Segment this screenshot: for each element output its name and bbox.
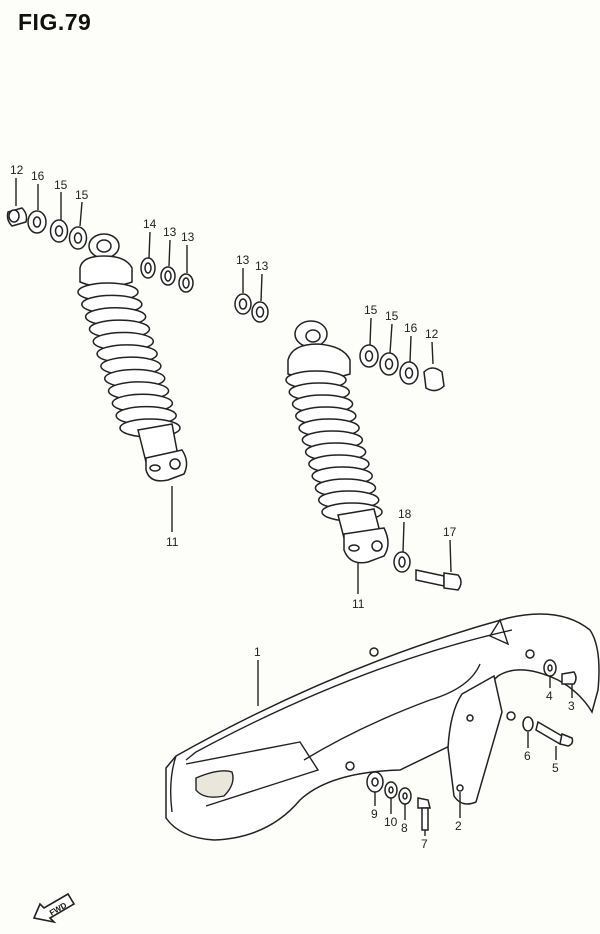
figure-title: FIG.79 (18, 9, 92, 35)
callout-10: 10 (384, 815, 398, 829)
callout-numbers: 12 16 15 15 14 13 13 13 13 15 15 16 12 1… (10, 163, 575, 851)
callout-11b: 11 (352, 597, 365, 611)
lower-mount-hardware (393, 521, 462, 591)
fwd-arrow-icon: FWD (32, 892, 76, 924)
callout-4: 4 (546, 689, 553, 703)
right-upper-hardware (359, 317, 445, 392)
chain-case (165, 613, 600, 841)
callout-11a: 11 (166, 535, 179, 549)
callout-2: 2 (455, 819, 462, 833)
callout-3: 3 (568, 699, 575, 713)
chain-case-bracket (447, 674, 503, 818)
right-shock-absorber (285, 320, 389, 564)
callout-18: 18 (398, 507, 412, 521)
callout-15b: 15 (75, 188, 89, 202)
callout-13c: 13 (236, 253, 250, 267)
callout-15a: 15 (54, 178, 68, 192)
middle-washers (234, 268, 269, 323)
callout-12b: 12 (425, 327, 439, 341)
callout-15c: 15 (364, 303, 378, 317)
callout-16b: 16 (404, 321, 418, 335)
case-lower-hardware (366, 771, 431, 836)
callout-7: 7 (421, 837, 428, 851)
left-shock-side-washers (140, 231, 194, 293)
callout-1: 1 (254, 645, 261, 659)
callout-5: 5 (552, 761, 559, 775)
left-upper-hardware (6, 178, 88, 250)
callout-12a: 12 (10, 163, 24, 177)
callout-16a: 16 (31, 169, 45, 183)
callout-14: 14 (143, 217, 157, 231)
callout-8: 8 (401, 821, 408, 835)
callout-13b: 13 (181, 230, 195, 244)
callout-6: 6 (524, 749, 531, 763)
left-shock-absorber (77, 233, 188, 482)
callout-13d: 13 (255, 259, 269, 273)
callout-15d: 15 (385, 309, 399, 323)
callout-9: 9 (371, 807, 378, 821)
callout-13a: 13 (163, 225, 177, 239)
callout-17: 17 (443, 525, 457, 539)
case-rear-hardware (522, 659, 577, 760)
